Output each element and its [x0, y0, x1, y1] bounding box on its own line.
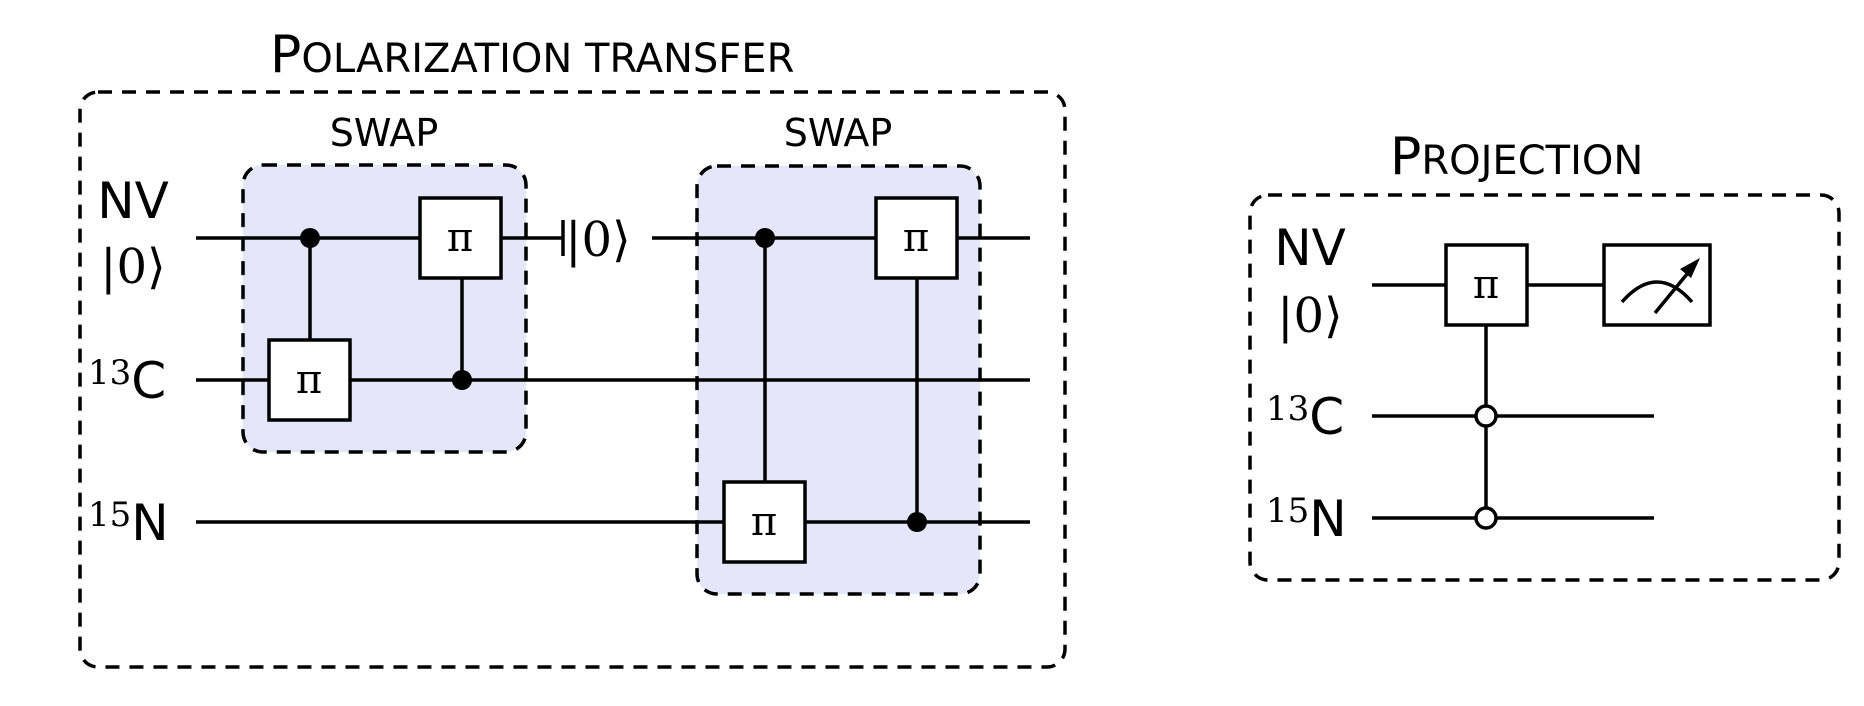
nv-initial-state: |0⟩ — [100, 239, 165, 295]
projection-title: PROJECTION — [1390, 127, 1643, 187]
nv-label: NV — [97, 172, 169, 230]
swap1-pi-gate-nv-label: π — [447, 215, 473, 261]
swap2-label: SWAP — [784, 111, 893, 155]
swap2-pi-gate-nitrogen-label: π — [751, 499, 777, 545]
swap1-pi-gate-carbon-label: π — [296, 357, 322, 403]
projection-pi-gate — [1444, 243, 1529, 327]
swap2-pi-gate-nitrogen — [722, 480, 807, 564]
polarization-transfer-panel: POLARIZATION TRANSFER SWAP SWAP NV |0⟩ 1… — [78, 25, 1067, 669]
carbon-label: 13C — [88, 352, 166, 410]
projection-carbon-label: 13C — [1266, 388, 1344, 446]
swap2-pi-gate-nv-label: π — [903, 215, 929, 261]
projection-nv-initial-state: |0⟩ — [1277, 288, 1342, 344]
projection-panel: PROJECTION NV |0⟩ 13C 15N π — [1248, 127, 1841, 582]
swap1-control-dot-2 — [452, 370, 472, 390]
swap2-control-dot-1 — [755, 228, 775, 248]
polarization-title: POLARIZATION TRANSFER — [270, 25, 794, 85]
projection-open-control-nitrogen — [1474, 506, 1498, 530]
projection-nitrogen-label: 15N — [1266, 490, 1347, 548]
swap2-pi-gate-nv — [874, 196, 959, 280]
projection-pi-gate-label: π — [1473, 262, 1499, 308]
measurement-meter-icon — [1602, 243, 1712, 327]
projection-frame — [1248, 193, 1841, 582]
projection-nv-label: NV — [1274, 219, 1346, 277]
nitrogen-label: 15N — [88, 494, 169, 552]
swap1-control-dot-1 — [300, 228, 320, 248]
polarization-frame — [78, 90, 1067, 669]
swap1-pi-gate-carbon — [267, 338, 352, 422]
nv-reset-state: |0⟩ — [565, 212, 630, 268]
swap1-label: SWAP — [330, 111, 439, 155]
projection-open-control-carbon — [1474, 404, 1498, 428]
swap2-control-dot-2 — [907, 512, 927, 532]
swap1-pi-gate-nv — [418, 196, 503, 280]
